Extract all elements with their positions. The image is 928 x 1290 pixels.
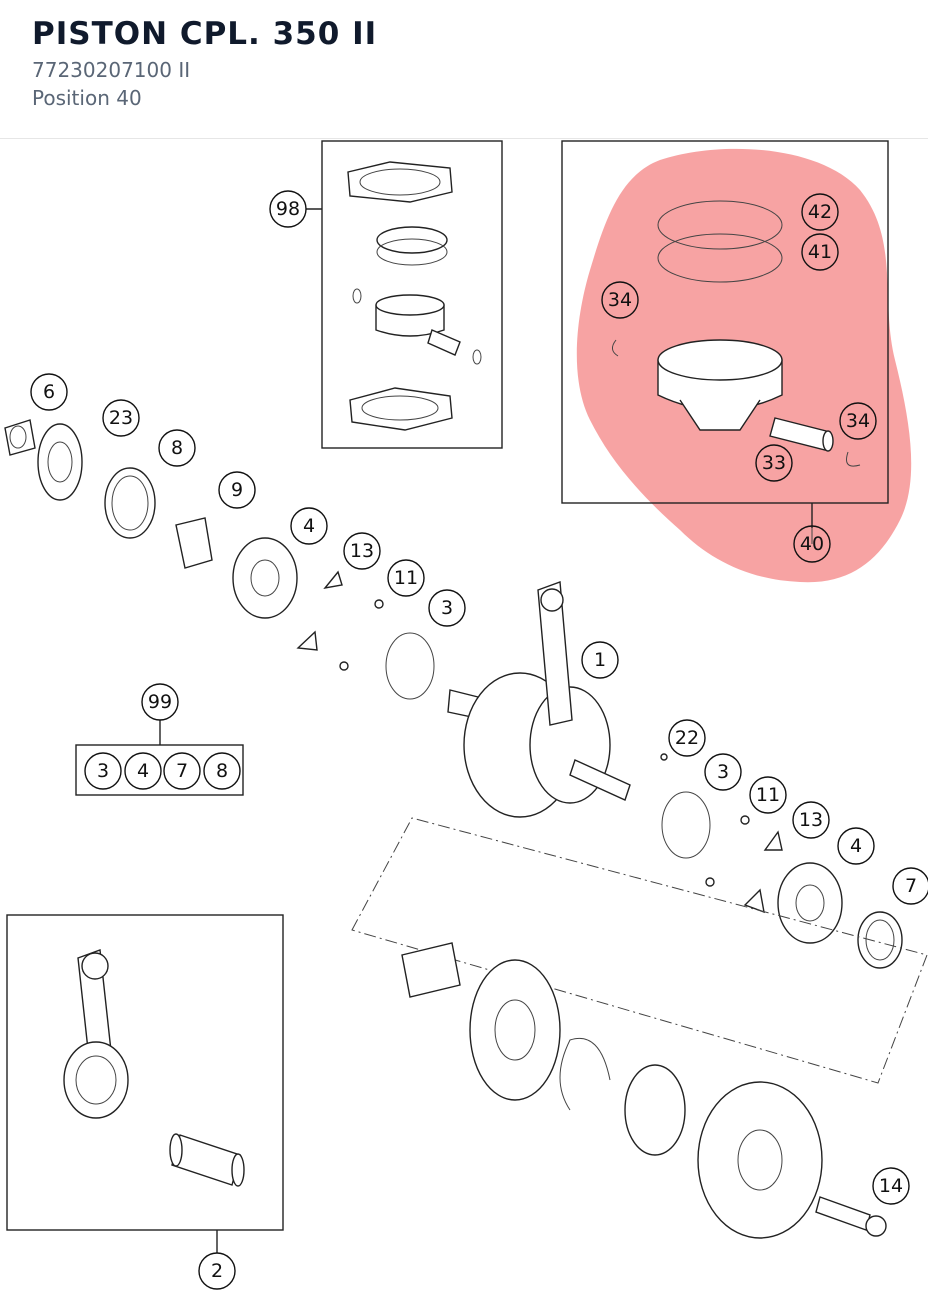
callout-23[interactable]: 23: [102, 399, 140, 437]
callout-number: 3: [441, 597, 453, 619]
callout-circle: [203, 752, 241, 790]
callout-circle: [141, 683, 179, 721]
callout-circle: [30, 373, 68, 411]
callout-4[interactable]: 4: [124, 752, 162, 790]
callout-circle: [839, 402, 877, 440]
callout-circle: [124, 752, 162, 790]
callout-circle: [668, 719, 706, 757]
callout-42-highlighted[interactable]: 42: [801, 193, 839, 231]
callout-number: 1: [594, 649, 606, 671]
callout-number: 13: [350, 540, 374, 562]
piston-kit-box: [561, 140, 889, 528]
callout-circle: [163, 752, 201, 790]
callout-11[interactable]: 11: [387, 559, 425, 597]
callout-13[interactable]: 13: [792, 801, 830, 839]
callout-circle: [198, 1252, 236, 1290]
callout-circle: [872, 1167, 910, 1205]
conrod-kit-box: [6, 914, 284, 1255]
callout-2[interactable]: 2: [198, 1252, 236, 1290]
callout-number: 23: [109, 407, 133, 429]
callout-circle: [801, 193, 839, 231]
callout-4[interactable]: 4: [837, 827, 875, 865]
part-title: PISTON CPL. 350 II: [32, 16, 378, 52]
callout-circle: [581, 641, 619, 679]
callout-circle: [428, 589, 466, 627]
callout-99[interactable]: 99: [141, 683, 179, 721]
position-label: Position 40: [32, 86, 142, 110]
callout-circle: [387, 559, 425, 597]
callout-7[interactable]: 7: [163, 752, 201, 790]
callout-3[interactable]: 3: [428, 589, 466, 627]
callout-number: 4: [137, 760, 149, 782]
callout-6[interactable]: 6: [30, 373, 68, 411]
callout-98[interactable]: 98: [269, 190, 307, 228]
callout-8[interactable]: 8: [203, 752, 241, 790]
callout-number: 8: [171, 437, 183, 459]
callout-circle: [755, 444, 793, 482]
callout-3[interactable]: 3: [704, 753, 742, 791]
callout-22[interactable]: 22: [668, 719, 706, 757]
callout-11[interactable]: 11: [749, 776, 787, 814]
callout-number: 4: [850, 835, 862, 857]
callout-34-highlighted[interactable]: 34: [601, 281, 639, 319]
bearing-kit-box: [75, 720, 244, 796]
callout-circle: [792, 801, 830, 839]
callout-circle: [84, 752, 122, 790]
callout-number: 3: [97, 760, 109, 782]
callout-circle: [837, 827, 875, 865]
callout-33-highlighted[interactable]: 33: [755, 444, 793, 482]
callout-number: 40: [800, 533, 824, 555]
callout-1[interactable]: 1: [581, 641, 619, 679]
callout-number: 9: [231, 479, 243, 501]
gasket-set-box: [305, 140, 503, 449]
callout-number: 6: [43, 381, 55, 403]
callout-number: 33: [762, 452, 786, 474]
callout-number: 11: [756, 784, 780, 806]
callout-3[interactable]: 3: [84, 752, 122, 790]
callout-number: 7: [176, 760, 188, 782]
starter-gear-group: [351, 817, 928, 1239]
callout-number: 22: [675, 727, 699, 749]
callout-number: 7: [905, 875, 917, 897]
callout-number: 99: [148, 691, 172, 713]
callout-circle: [269, 190, 307, 228]
callout-number: 42: [808, 201, 832, 223]
callout-41-highlighted[interactable]: 41: [801, 233, 839, 271]
callout-circle: [749, 776, 787, 814]
callout-number: 2: [211, 1260, 223, 1282]
callout-number: 14: [879, 1175, 903, 1197]
callout-circle: [801, 233, 839, 271]
callout-number: 13: [799, 809, 823, 831]
callout-circle: [218, 471, 256, 509]
callout-number: 8: [216, 760, 228, 782]
callout-number: 41: [808, 241, 832, 263]
callout-34-highlighted[interactable]: 34: [839, 402, 877, 440]
callout-number: 11: [394, 567, 418, 589]
callout-number: 34: [846, 410, 870, 432]
callout-circle: [158, 429, 196, 467]
callout-number: 4: [303, 515, 315, 537]
part-number: 77230207100 II: [32, 58, 191, 82]
callout-number: 98: [276, 198, 300, 220]
callout-14[interactable]: 14: [872, 1167, 910, 1205]
callout-circle: [793, 525, 831, 563]
callout-9[interactable]: 9: [218, 471, 256, 509]
callout-circle: [704, 753, 742, 791]
callout-circle: [102, 399, 140, 437]
callout-40-highlighted[interactable]: 40: [793, 525, 831, 563]
callout-number: 3: [717, 761, 729, 783]
callout-number: 34: [608, 289, 632, 311]
callout-circle: [290, 507, 328, 545]
callout-7[interactable]: 7: [892, 867, 928, 905]
callout-13[interactable]: 13: [343, 532, 381, 570]
callout-circle: [601, 281, 639, 319]
callout-8[interactable]: 8: [158, 429, 196, 467]
callout-4[interactable]: 4: [290, 507, 328, 545]
callout-circle: [343, 532, 381, 570]
page-header: PISTON CPL. 350 II 77230207100 II Positi…: [0, 0, 928, 139]
crankshaft-assembly: [4, 419, 903, 969]
callout-circle: [892, 867, 928, 905]
